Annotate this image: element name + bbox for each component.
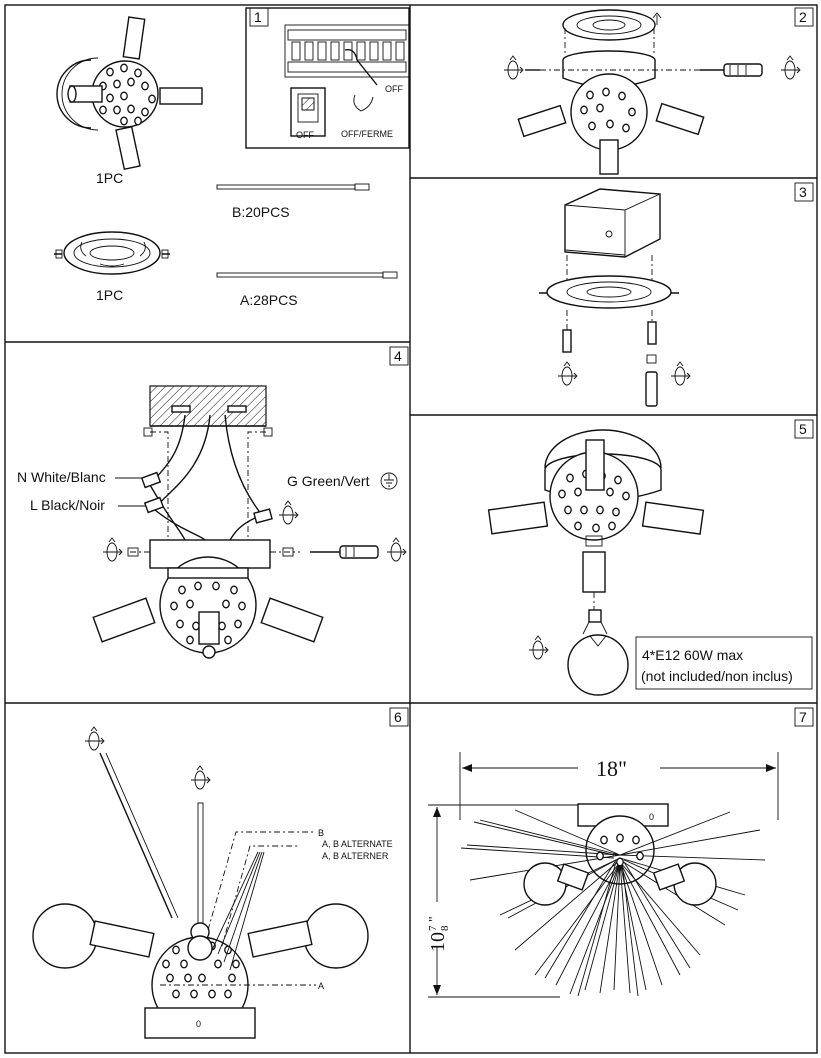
panel-number: 7 xyxy=(799,709,807,725)
breaker-off-label: OFF xyxy=(385,84,403,94)
screwdriver xyxy=(310,545,379,559)
fixture-top-view xyxy=(56,16,203,171)
svg-text:10: 10 xyxy=(427,932,449,952)
panel-number: 1 xyxy=(254,9,262,25)
ground-icon xyxy=(380,472,398,490)
panel-grid xyxy=(4,4,818,1054)
rod-a xyxy=(216,271,398,279)
bulb-left xyxy=(32,903,155,969)
bulb-right xyxy=(247,903,369,969)
canopy-mark: 0 xyxy=(649,812,654,822)
panel-4: 4 N White/Blanc L Black/Noir G Green/Ver… xyxy=(17,346,409,659)
bulb-spec: 4*E12 60W max xyxy=(642,647,743,663)
bulb-note: (not included/non inclus) xyxy=(641,668,793,684)
rod-b xyxy=(216,183,370,191)
mounting-plate xyxy=(54,231,170,275)
svg-text:8: 8 xyxy=(439,925,451,931)
svg-text:": " xyxy=(427,916,442,922)
ground-wire-label: G Green/Vert xyxy=(287,473,370,489)
rod-b-label: B:20PCS xyxy=(232,204,290,220)
rod-a-label: A:28PCS xyxy=(240,292,298,308)
rod-a-marker: A xyxy=(318,981,324,991)
panel-number: 2 xyxy=(799,9,807,25)
panel-number: 6 xyxy=(394,709,402,725)
neutral-wire-label: N White/Blanc xyxy=(17,469,106,485)
panel-2: 2 xyxy=(503,7,814,175)
svg-text:7: 7 xyxy=(427,925,439,931)
canopy-mark: 0 xyxy=(196,1019,201,1029)
panel-number: 4 xyxy=(394,348,402,364)
screwdriver xyxy=(700,63,763,77)
bulb xyxy=(567,609,629,696)
panel-1: 1 OFF OFF OFF/FERME xyxy=(54,7,410,308)
panel-3: 3 xyxy=(539,182,814,407)
wires xyxy=(149,414,263,541)
alternate-label: A, B ALTERNATE xyxy=(322,839,393,849)
junction-box xyxy=(564,188,661,258)
fixture-qty: 1PC xyxy=(96,170,123,186)
width-dimension: 18" xyxy=(596,756,627,781)
rod-b-marker: B xyxy=(318,828,324,838)
panel-5: 5 4*E12 60W max (not included/non inclus… xyxy=(487,419,814,696)
plate-qty: 1PC xyxy=(96,287,123,303)
alterner-label: A, B ALTERNER xyxy=(322,851,389,861)
live-wire-label: L Black/Noir xyxy=(30,497,105,513)
switch-off-ferme-label: OFF/FERME xyxy=(341,129,393,139)
breaker-box: OFF OFF OFF/FERME xyxy=(245,7,410,149)
panel-number: 5 xyxy=(799,421,807,437)
panel-7: 7 18" 10 7 8 " 0 xyxy=(427,707,814,998)
switch-off-label: OFF xyxy=(296,130,314,140)
panel-6: 6 0 B A, B ALTERNATE A, B ALTERNER A xyxy=(32,707,409,1039)
height-dimension: 10 7 8 " xyxy=(427,916,451,952)
panel-number: 3 xyxy=(799,184,807,200)
